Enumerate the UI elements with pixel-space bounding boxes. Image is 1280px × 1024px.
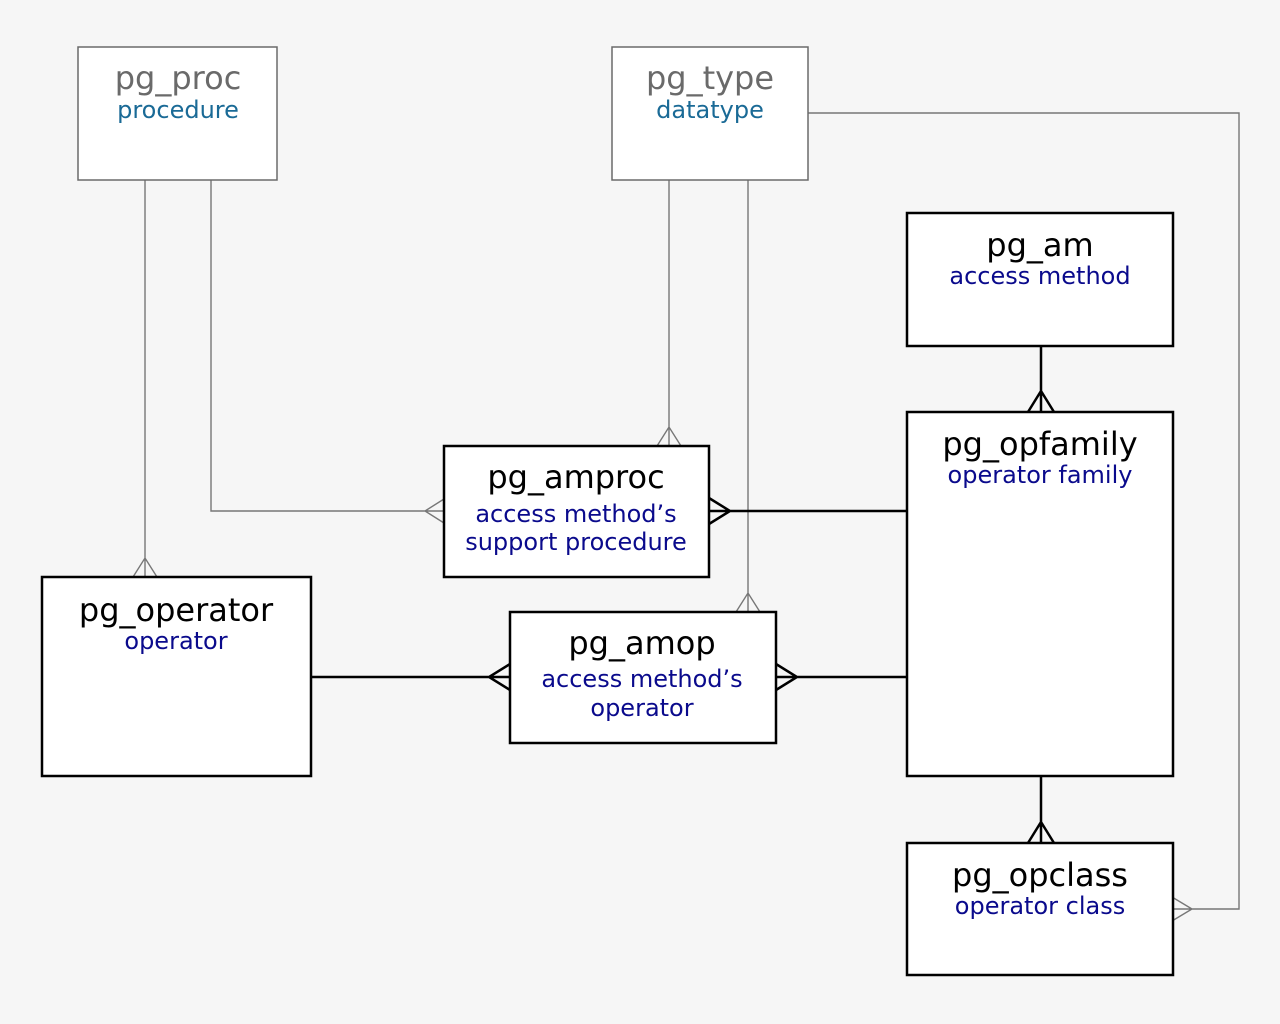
entity-pg-proc-name: pg_proc xyxy=(115,59,242,97)
entity-pg-am-name: pg_am xyxy=(986,226,1093,264)
rel-proc-amproc xyxy=(210,180,445,524)
entity-pg-amproc-desc-2: support procedure xyxy=(465,528,687,556)
entity-pg-opfamily-name: pg_opfamily xyxy=(942,425,1137,463)
entity-pg-opclass-desc-1: operator class xyxy=(955,892,1125,920)
entity-pg-amop[interactable]: pg_amop access method’s operator xyxy=(508,610,778,745)
entity-pg-type[interactable]: pg_type datatype xyxy=(611,46,809,181)
entity-pg-opfamily[interactable]: pg_opfamily operator family xyxy=(905,410,1175,778)
entity-pg-opfamily-desc-1: operator family xyxy=(948,461,1133,489)
rel-type-opclass xyxy=(808,112,1240,922)
rel-opfamily-opclass xyxy=(1026,776,1056,844)
entity-pg-proc-desc-1: procedure xyxy=(117,96,239,124)
weak-relationships xyxy=(132,112,1240,922)
entity-pg-operator-name: pg_operator xyxy=(79,591,274,629)
rel-operator-amop xyxy=(311,662,511,692)
strong-relationships xyxy=(311,346,1056,844)
entity-pg-amop-name: pg_amop xyxy=(568,624,715,662)
entity-pg-operator-desc-1: operator xyxy=(124,627,227,655)
entity-pg-amproc-name: pg_amproc xyxy=(487,458,664,496)
entity-pg-am[interactable]: pg_am access method xyxy=(905,211,1175,348)
entity-pg-amop-desc-1: access method’s xyxy=(541,665,742,693)
entity-pg-opclass-name: pg_opclass xyxy=(952,856,1128,894)
rel-proc-operator xyxy=(132,180,158,578)
rel-type-amop xyxy=(735,180,761,613)
entity-pg-operator[interactable]: pg_operator operator xyxy=(40,575,313,778)
entity-pg-type-name: pg_type xyxy=(646,59,774,97)
rel-type-amproc xyxy=(656,180,682,447)
rel-opfamily-amproc xyxy=(708,496,907,526)
rel-opfamily-amop xyxy=(775,662,907,692)
entity-pg-amop-desc-2: operator xyxy=(590,694,693,722)
entity-pg-amproc-desc-1: access method’s xyxy=(475,500,676,528)
entity-pg-type-desc-1: datatype xyxy=(656,96,764,124)
entity-pg-opclass[interactable]: pg_opclass operator class xyxy=(905,841,1175,977)
entity-pg-proc[interactable]: pg_proc procedure xyxy=(77,46,278,181)
entity-pg-am-desc-1: access method xyxy=(949,262,1130,290)
entity-pg-amproc[interactable]: pg_amproc access method’s support proced… xyxy=(442,444,711,579)
rel-am-opfamily xyxy=(1026,346,1056,413)
